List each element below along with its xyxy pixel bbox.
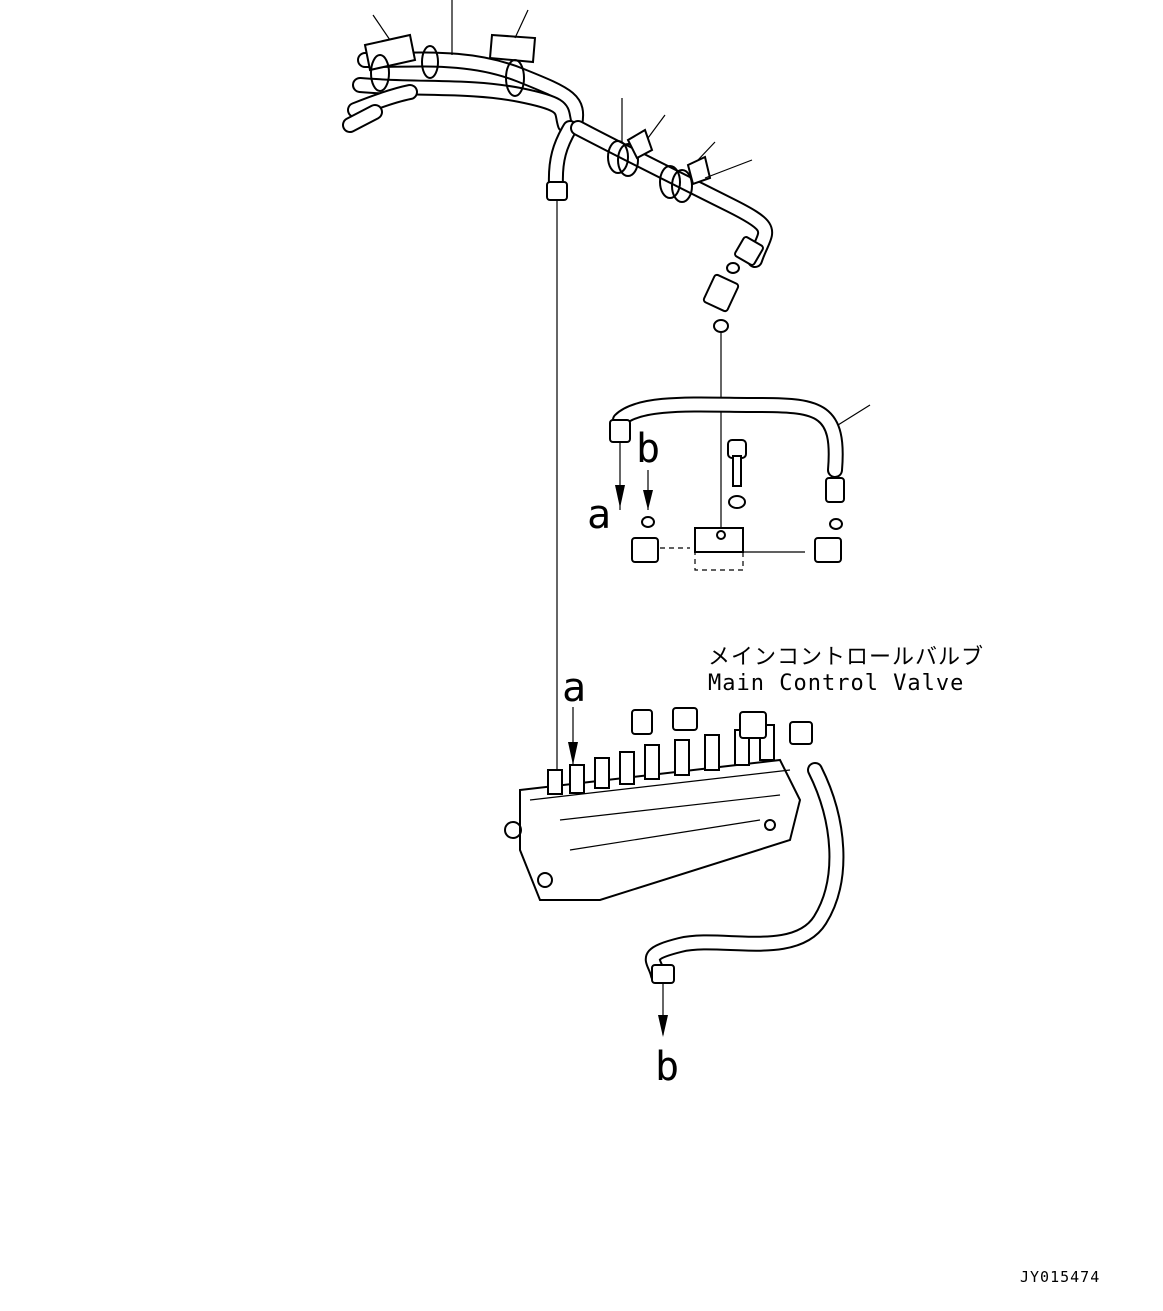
upper-hose-bundle <box>342 51 585 133</box>
caption-japanese: メインコントロールバルブ <box>708 645 984 670</box>
label-a-top: a <box>587 492 611 538</box>
clamp-tags <box>363 0 537 97</box>
caption-english: Main Control Valve <box>708 671 964 696</box>
label-a-valve: a <box>562 665 586 711</box>
label-b-bottom: b <box>655 1044 679 1090</box>
middle-hose <box>609 396 871 510</box>
drawing-code: JY015474 <box>1020 1268 1100 1286</box>
arrow-a-to-valve <box>568 707 578 765</box>
junction-block <box>631 439 843 571</box>
hose-right-branch <box>570 98 774 532</box>
label-b-top: b <box>636 426 660 472</box>
valve-return-hose <box>644 762 845 1037</box>
main-control-valve <box>504 707 813 901</box>
hose-to-valve-a <box>546 120 578 790</box>
